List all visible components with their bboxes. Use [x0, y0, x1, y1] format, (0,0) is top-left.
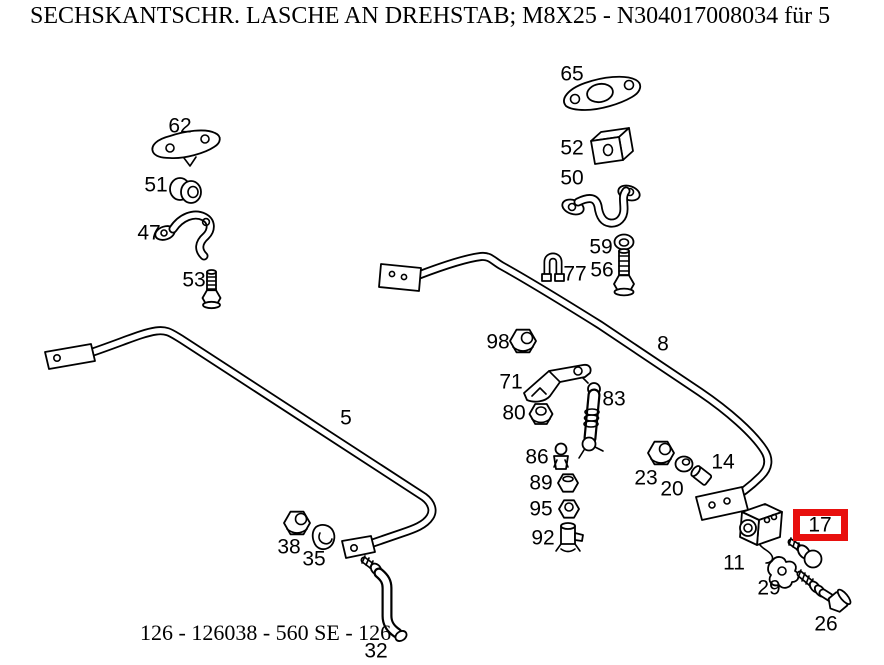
- part-label-80[interactable]: 80: [502, 401, 526, 425]
- part-5-drawing: [44, 326, 437, 559]
- part-38-drawing: [283, 510, 311, 536]
- part-label-52[interactable]: 52: [560, 136, 584, 160]
- part-14-drawing: [690, 465, 713, 486]
- part-17-drawing: [787, 537, 823, 569]
- part-label-92[interactable]: 92: [531, 526, 555, 550]
- part-label-20[interactable]: 20: [660, 477, 684, 501]
- part-label-29[interactable]: 29: [757, 576, 781, 600]
- part-80-drawing: [528, 403, 554, 425]
- part-label-86[interactable]: 86: [525, 445, 549, 469]
- part-98-drawing: [509, 328, 537, 354]
- part-label-56[interactable]: 56: [590, 258, 614, 282]
- part-62-drawing: [151, 129, 221, 167]
- part-label-35[interactable]: 35: [302, 547, 326, 571]
- part-47-drawing: [154, 210, 215, 261]
- part-label-11[interactable]: 11: [723, 551, 745, 575]
- part-label-5[interactable]: 5: [340, 406, 352, 430]
- part-label-95[interactable]: 95: [529, 497, 553, 521]
- part-label-98[interactable]: 98: [486, 330, 510, 354]
- part-50-drawing: [561, 184, 641, 228]
- part-71-drawing: [523, 363, 592, 403]
- part-label-8[interactable]: 8: [657, 332, 669, 356]
- part-95-drawing: [558, 499, 580, 519]
- part-label-53[interactable]: 53: [182, 268, 206, 292]
- part-label-89[interactable]: 89: [529, 471, 553, 495]
- part-11-drawing: [739, 503, 783, 564]
- part-label-50[interactable]: 50: [560, 166, 584, 190]
- part-32-drawing: [360, 555, 408, 642]
- part-label-71[interactable]: 71: [499, 370, 523, 394]
- part-23-drawing: [647, 440, 675, 466]
- part-26-drawing: [796, 569, 852, 613]
- part-83-drawing: [578, 377, 604, 459]
- part-label-65[interactable]: 65: [560, 62, 584, 86]
- part-label-51[interactable]: 51: [144, 173, 168, 197]
- part-29-drawing: [767, 556, 800, 589]
- part-51-drawing: [169, 177, 202, 204]
- part-label-14[interactable]: 14: [711, 450, 735, 474]
- part-52-drawing: [590, 127, 634, 165]
- part-label-62[interactable]: 62: [168, 114, 192, 138]
- part-59-drawing: [613, 233, 635, 251]
- part-65-drawing: [563, 75, 642, 111]
- part-label-59[interactable]: 59: [589, 235, 613, 259]
- footer-model-line: 126 - 126038 - 560 SE - 126: [140, 620, 392, 645]
- part-label-47[interactable]: 47: [137, 221, 161, 245]
- part-label-77[interactable]: 77: [563, 262, 587, 286]
- part-77-drawing: [541, 252, 565, 282]
- page-title: SECHSKANTSCHR. LASCHE AN DREHSTAB; M8X25…: [30, 3, 831, 29]
- part-20-drawing: [674, 455, 694, 473]
- part-35-drawing: [311, 524, 336, 551]
- part-label-32[interactable]: 32: [364, 639, 388, 663]
- highlight-box-17: [793, 509, 848, 541]
- part-label-23[interactable]: 23: [634, 466, 658, 490]
- part-89-drawing: [557, 473, 579, 493]
- part-56-drawing: [613, 248, 635, 297]
- part-label-17[interactable]: 17: [808, 513, 832, 537]
- part-label-83[interactable]: 83: [602, 387, 626, 411]
- part-53-drawing: [201, 269, 222, 310]
- part-86-drawing: [553, 442, 569, 470]
- part-label-38[interactable]: 38: [277, 535, 301, 559]
- part-label-26[interactable]: 26: [814, 612, 838, 636]
- part-8-drawing: [378, 251, 773, 521]
- part-92-drawing: [555, 522, 584, 553]
